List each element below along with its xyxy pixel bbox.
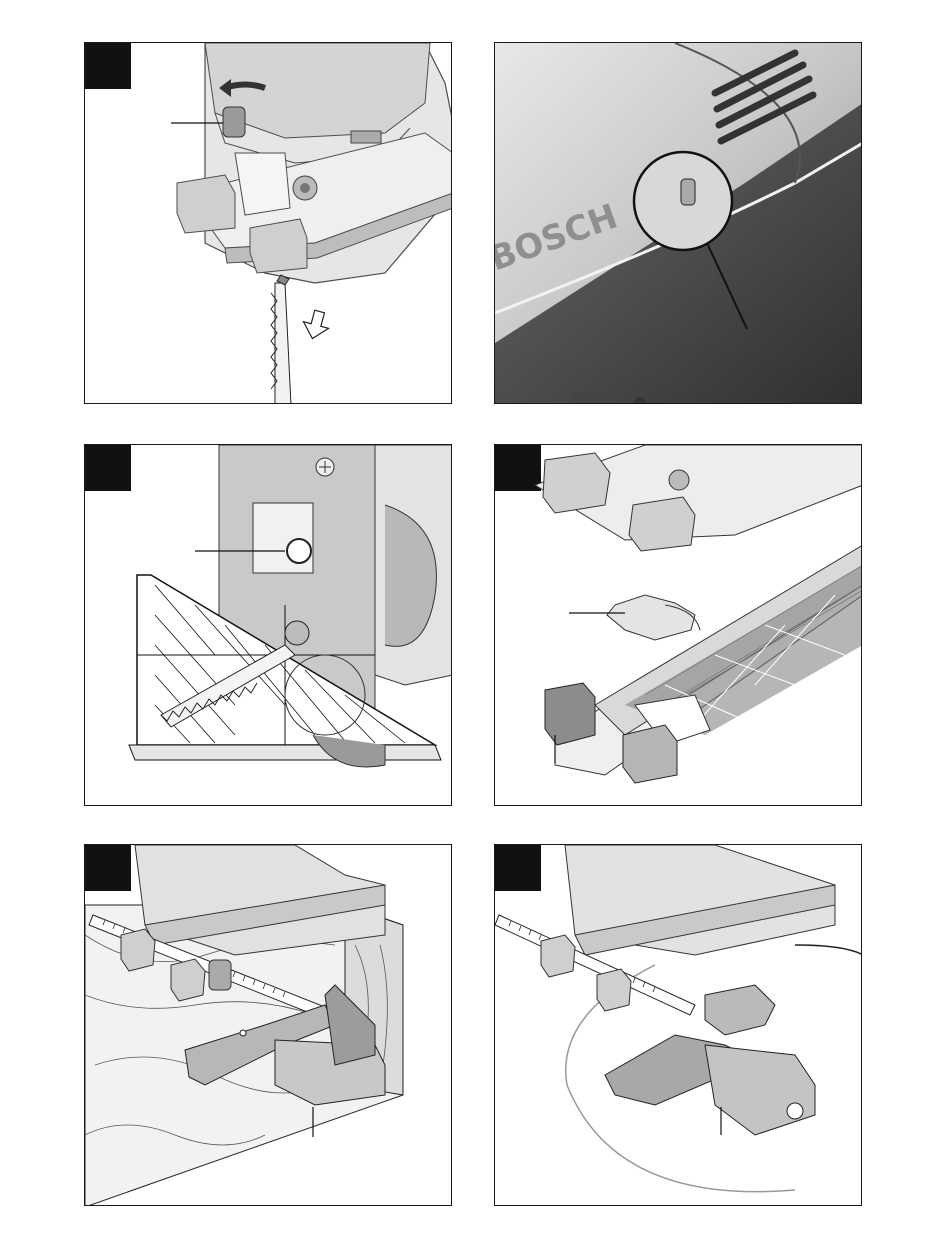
figure-3-illustration [85,445,452,806]
figure-1-illustration [85,43,452,404]
figure-2-illustration: BOSCH [495,43,862,404]
figure-2-panel: BOSCH [494,42,862,404]
figure-1-panel [84,42,452,404]
figure-6-illustration [495,845,862,1206]
figure-3-panel [84,444,452,806]
figure-4-panel [494,444,862,806]
figure-6-panel [494,844,862,1206]
figure-5-panel [84,844,452,1206]
figure-4-illustration [495,445,862,806]
figure-5-illustration [85,845,452,1206]
